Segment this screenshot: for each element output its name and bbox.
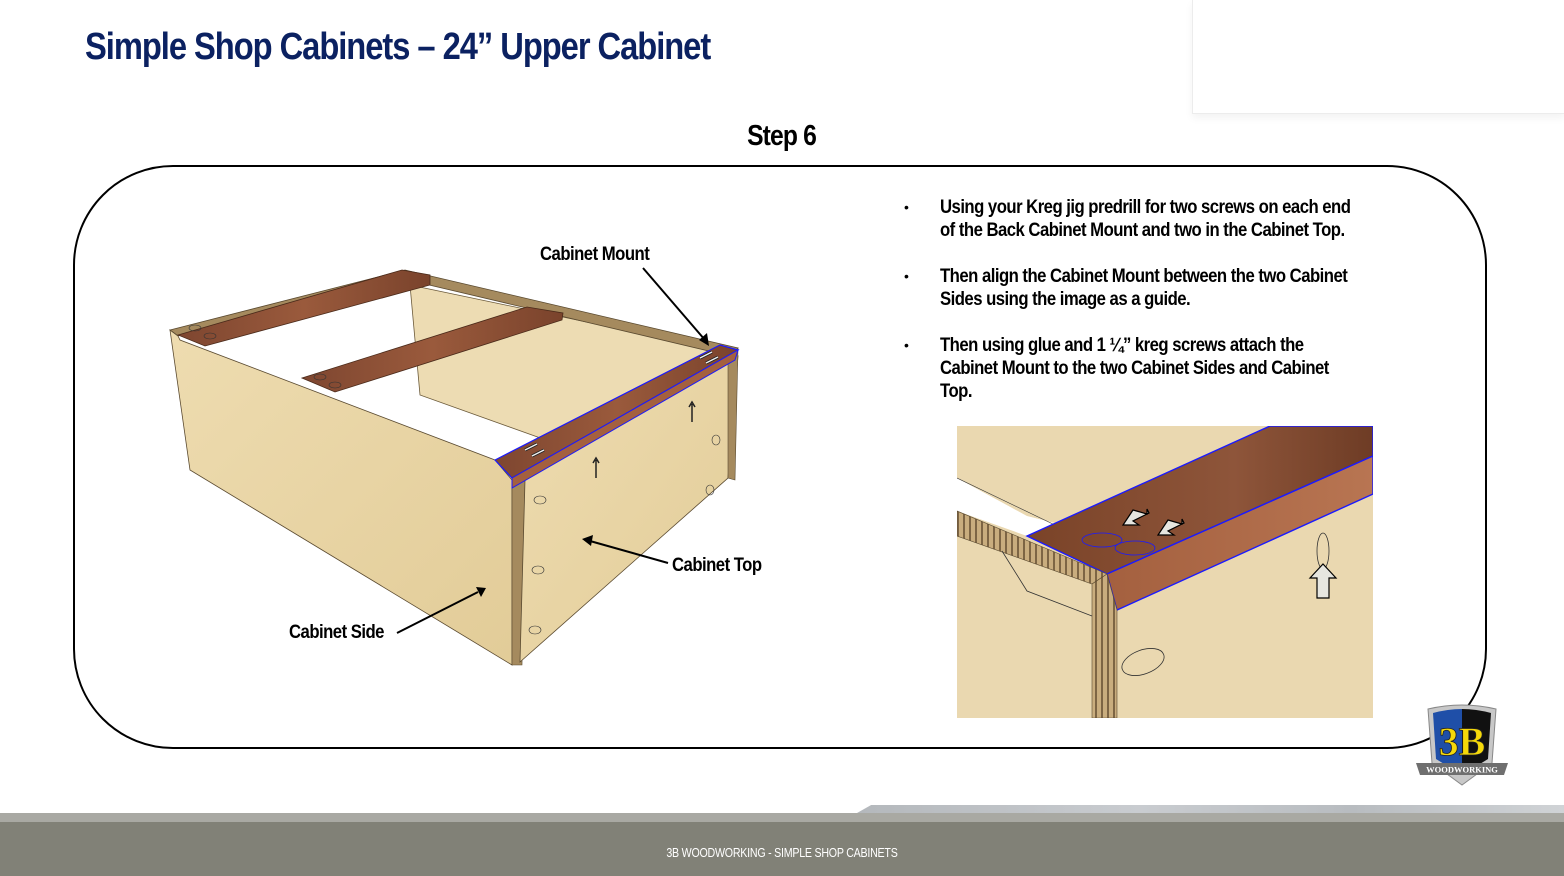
bullet-icon: • bbox=[904, 268, 909, 284]
footer-strip bbox=[0, 813, 1564, 822]
3b-woodworking-logo: 3B WOODWORKING bbox=[1416, 704, 1508, 786]
instruction-item: • Then using glue and 1 ¼” kreg screws a… bbox=[900, 334, 1410, 403]
instruction-list: • Using your Kreg jig predrill for two s… bbox=[900, 196, 1410, 426]
footer-accent-bar bbox=[857, 805, 1564, 813]
closeup-illustration bbox=[957, 426, 1373, 718]
step-heading-text: Step 6 bbox=[747, 120, 818, 152]
instruction-text: Using your Kreg jig predrill for two scr… bbox=[940, 197, 1351, 241]
bullet-icon: • bbox=[904, 337, 909, 353]
cabinet-illustration bbox=[169, 267, 740, 666]
instruction-text: Then using glue and 1 ¼” kreg screws att… bbox=[940, 335, 1329, 402]
slide-title: Simple Shop Cabinets – 24” Upper Cabinet bbox=[85, 26, 711, 68]
bullet-icon: • bbox=[904, 199, 909, 215]
content-frame bbox=[73, 165, 1487, 749]
label-cabinet-side: Cabinet Side bbox=[289, 622, 384, 643]
logo-text: 3B bbox=[1439, 719, 1486, 764]
label-cabinet-top: Cabinet Top bbox=[672, 555, 762, 576]
label-cabinet-mount: Cabinet Mount bbox=[540, 244, 650, 265]
corner-placeholder-box bbox=[1192, 0, 1564, 114]
instruction-text: Then align the Cabinet Mount between the… bbox=[940, 266, 1348, 310]
footer-label: 3B WOODWORKING - SIMPLE SHOP CABINETS bbox=[666, 845, 898, 860]
logo-subtext: WOODWORKING bbox=[1426, 765, 1498, 775]
instruction-item: • Using your Kreg jig predrill for two s… bbox=[900, 196, 1410, 242]
instruction-item: • Then align the Cabinet Mount between t… bbox=[900, 265, 1410, 311]
footer-bar bbox=[0, 822, 1564, 876]
footer-text: 3B WOODWORKING - SIMPLE SHOP CABINETS bbox=[0, 845, 1564, 860]
step-heading: Step 6 bbox=[0, 120, 1564, 153]
